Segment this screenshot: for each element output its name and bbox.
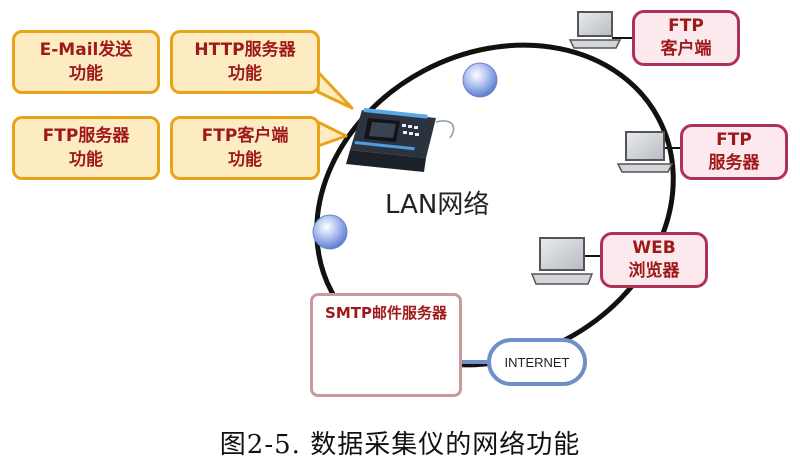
callout-ftp-server: FTP服务器 功能 [12, 116, 160, 180]
role-ftp-client: FTP 客户端 [632, 10, 740, 66]
smtp-server-box: SMTP邮件服务器 [310, 293, 462, 397]
laptop-web-browser-icon [530, 237, 594, 285]
role-web-line2: 浏览器 [628, 261, 680, 281]
callout-ftp-client-line2: 功能 [228, 150, 262, 170]
callout-ftp-server-line2: 功能 [69, 150, 103, 170]
internet-label: INTERNET [504, 354, 570, 370]
callout-ftp-client: FTP客户端 功能 [170, 116, 320, 180]
lan-label: LAN网络 [385, 190, 490, 220]
role-ftp-client-line2: 客户端 [660, 39, 712, 59]
role-web-browser: WEB 浏览器 [600, 232, 708, 288]
laptop-ftp-client-icon [568, 11, 622, 49]
smtp-server-label: SMTP邮件服务器 [325, 304, 447, 322]
laptop-ftp-server-icon [616, 131, 674, 173]
callout-email-line1: E-Mail发送 [39, 40, 133, 60]
callout-tail-top [316, 70, 354, 110]
callout-http-line2: 功能 [228, 64, 262, 84]
lan-node-top [462, 62, 498, 98]
callout-email-line2: 功能 [69, 64, 103, 84]
callout-email-send: E-Mail发送 功能 [12, 30, 160, 94]
role-ftp-server: FTP 服务器 [680, 124, 788, 180]
internet-node: INTERNET [487, 338, 587, 386]
callout-http-server: HTTP服务器 功能 [170, 30, 320, 94]
role-ftp-client-line1: FTP [668, 16, 704, 36]
figure-caption: 图2-5. 数据采集仪的网络功能 [219, 430, 581, 460]
data-logger-device-icon [346, 108, 455, 172]
role-web-line1: WEB [632, 238, 676, 258]
role-ftp-server-line2: 服务器 [708, 153, 760, 173]
lan-node-left [312, 214, 348, 250]
callout-http-line1: HTTP服务器 [194, 40, 296, 60]
role-ftp-server-line1: FTP [716, 130, 752, 150]
callout-ftp-client-line1: FTP客户端 [201, 126, 289, 146]
callout-ftp-server-line1: FTP服务器 [42, 126, 130, 146]
